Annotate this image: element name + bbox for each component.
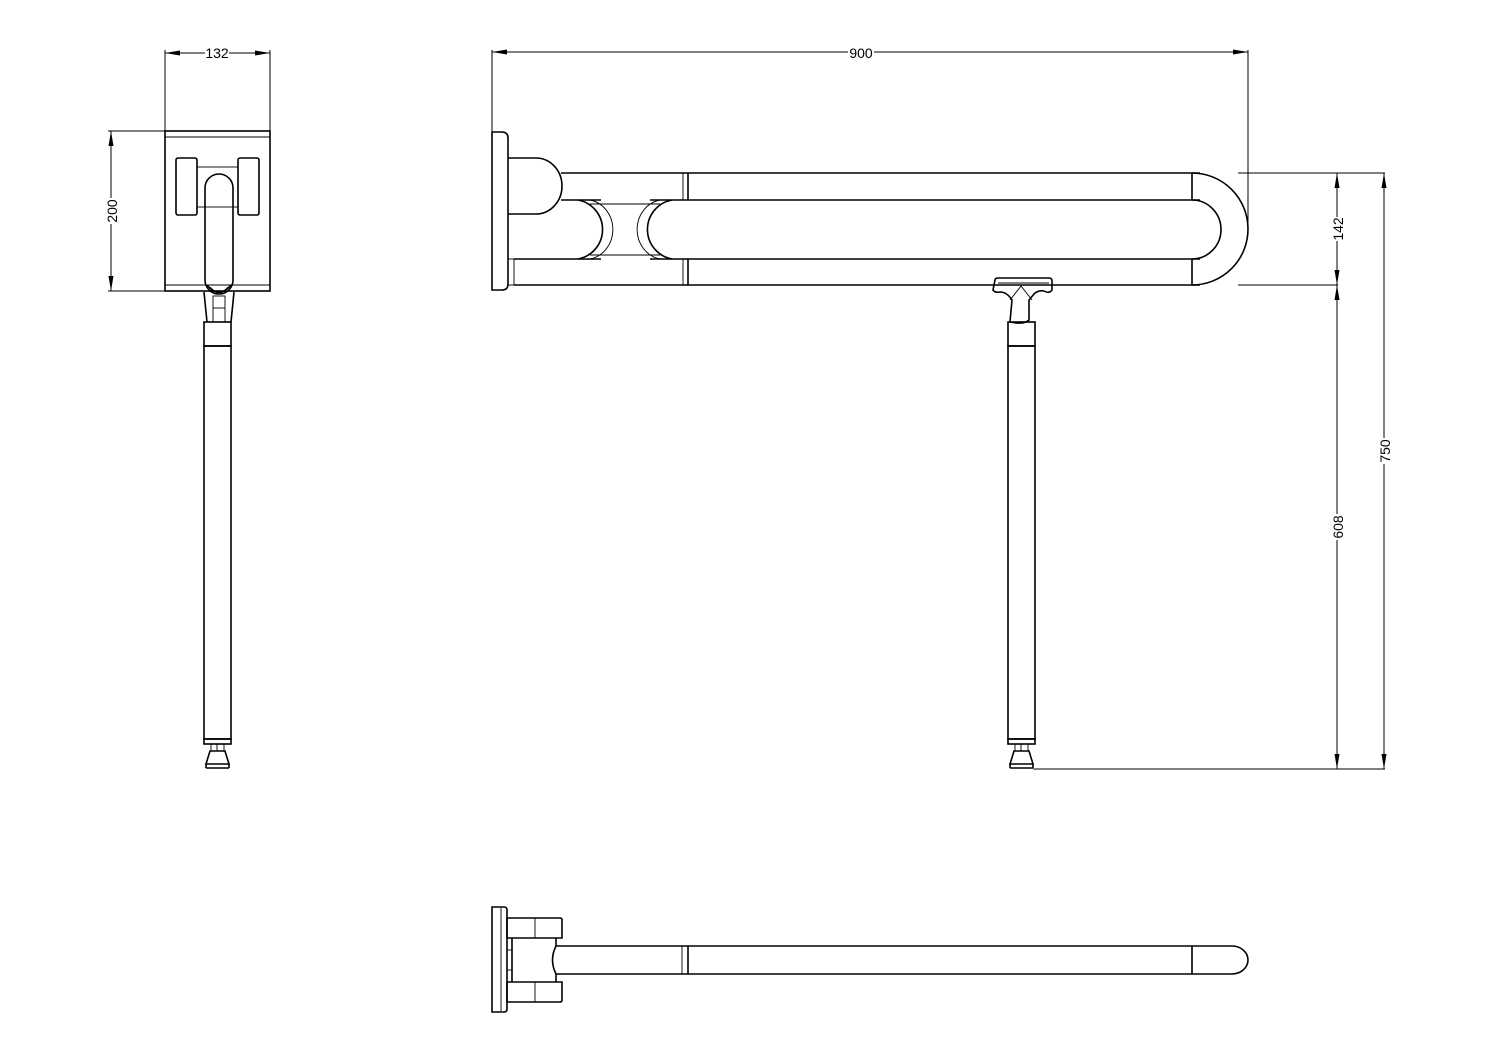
dimension-750: 750: [1377, 173, 1393, 769]
side-view: 132 200: [104, 44, 271, 769]
dimension-200: 200: [104, 130, 165, 292]
dimension-132: 132: [164, 44, 271, 131]
dim-label-608: 608: [1330, 515, 1346, 539]
front-view: 900: [491, 45, 1393, 770]
dimension-608: 608: [1033, 285, 1385, 770]
dimension-900: 900: [491, 45, 1249, 230]
dim-label-132: 132: [205, 45, 229, 61]
top-view: [491, 906, 1249, 1013]
dim-label-142: 142: [1330, 217, 1346, 241]
dim-label-750: 750: [1377, 439, 1393, 463]
dimension-142: 142: [1238, 172, 1385, 286]
dim-label-200: 200: [104, 199, 120, 223]
dim-label-900: 900: [849, 45, 873, 61]
